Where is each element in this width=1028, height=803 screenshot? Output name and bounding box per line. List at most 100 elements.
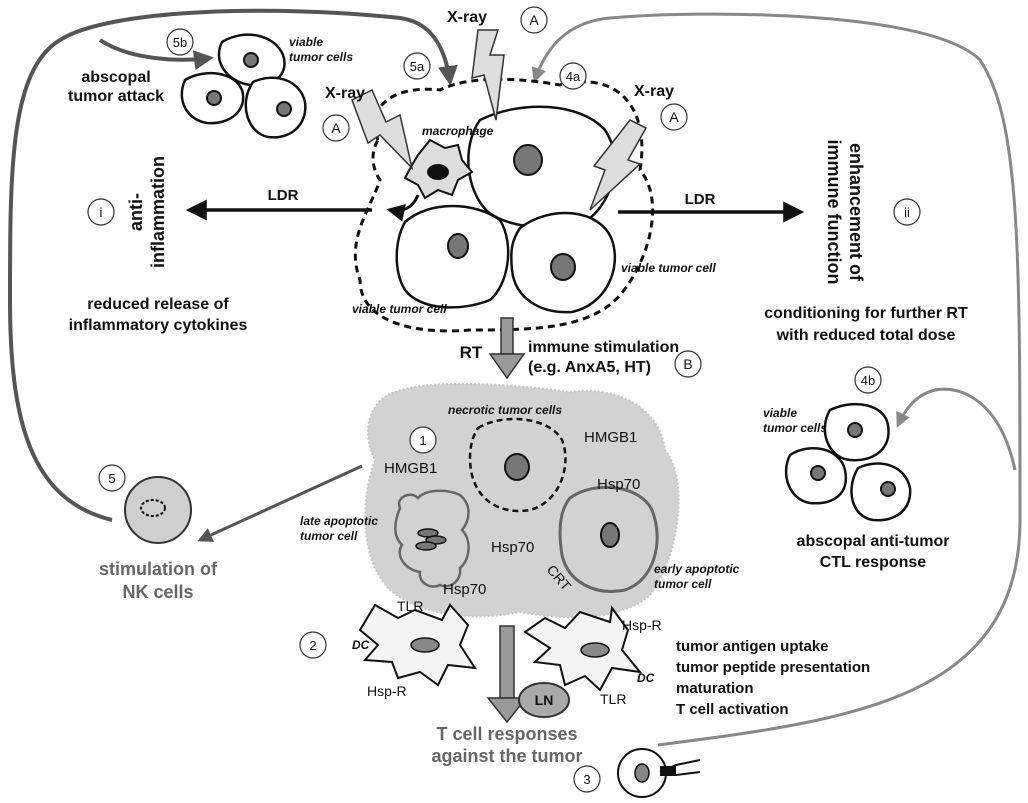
dc-step-1: tumor peptide presentation bbox=[676, 659, 870, 676]
hsp70-label: Hsp70 bbox=[443, 581, 486, 598]
svg-text:A: A bbox=[331, 120, 341, 136]
dc-step-0: tumor antigen uptake bbox=[676, 638, 829, 655]
enhancement-immune-label: immune function bbox=[824, 140, 844, 285]
conditioning-label: with reduced total dose bbox=[776, 327, 956, 344]
xray-label-right: X-ray bbox=[634, 83, 674, 100]
late-apoptotic-label: late apoptotic bbox=[300, 514, 378, 528]
xray-label-left: X-ray bbox=[325, 85, 365, 102]
abscopal-loop-arrow bbox=[7, 8, 458, 522]
viable-tumor-cells-right-label: tumor cells bbox=[763, 421, 827, 435]
marker-5a: 5a bbox=[403, 52, 431, 80]
early-apoptotic-label: tumor cell bbox=[654, 577, 712, 591]
reduced-release-label: reduced release of bbox=[87, 296, 229, 313]
marker-A-right: A bbox=[660, 103, 688, 131]
cell-nucleus bbox=[600, 522, 620, 548]
marker-A-left: A bbox=[322, 114, 350, 142]
cell-nucleus bbox=[847, 422, 863, 438]
marker-A-top: A bbox=[520, 6, 548, 34]
anti-inflammation-label: anti- bbox=[126, 193, 146, 231]
abscopal-tumor-attack-label: tumor attack bbox=[68, 88, 164, 105]
nk-stimulation-arrow bbox=[197, 464, 363, 542]
xray-label-top: X-ray bbox=[447, 9, 487, 26]
cell-nucleus bbox=[513, 144, 543, 176]
svg-text:A: A bbox=[529, 12, 539, 28]
svg-text:i: i bbox=[100, 205, 103, 220]
viable-tumor-cell-label: viable tumor cell bbox=[352, 302, 447, 316]
svg-text:3: 3 bbox=[583, 772, 590, 787]
svg-text:5a: 5a bbox=[410, 59, 425, 74]
marker-4b: 4b bbox=[854, 366, 882, 394]
svg-text:2: 2 bbox=[309, 638, 316, 653]
hmgb1-label: HMGB1 bbox=[384, 460, 437, 477]
marker-1: 1 bbox=[409, 426, 437, 454]
nk-cell-granule bbox=[140, 499, 166, 517]
late-apoptotic-label: tumor cell bbox=[300, 529, 358, 543]
t-cell-nucleus bbox=[634, 763, 650, 783]
cell-nucleus bbox=[504, 453, 530, 481]
nk-cell bbox=[124, 476, 192, 544]
irradiated-tumor-outline bbox=[353, 77, 655, 333]
rt-arrow-shaft bbox=[500, 317, 514, 355]
marker-i: i bbox=[87, 198, 115, 226]
necrotic-tumor-cells-label: necrotic tumor cells bbox=[448, 403, 562, 417]
viable-tumor-cell bbox=[244, 76, 307, 139]
rt-label: RT bbox=[460, 343, 483, 362]
fragmented-nucleus bbox=[415, 541, 437, 551]
macrophage-arrow bbox=[386, 194, 420, 222]
immune-stimulation-label: (e.g. AnxA5, HT) bbox=[528, 359, 651, 376]
stimulation-nk-label: NK cells bbox=[122, 582, 193, 602]
tlr-label: TLR bbox=[600, 691, 626, 707]
ctl-response-label: abscopal anti-tumor bbox=[797, 533, 950, 550]
dc-label: DC bbox=[352, 638, 370, 652]
stimulation-nk-label: stimulation of bbox=[99, 559, 218, 579]
tlr-label: TLR bbox=[397, 598, 423, 614]
lymph-node bbox=[518, 682, 570, 718]
tcell-arrow-head bbox=[486, 697, 528, 724]
cell-nucleus bbox=[243, 52, 259, 68]
svg-text:4b: 4b bbox=[861, 373, 875, 388]
viable-tumor-cells-right-label: viable bbox=[763, 406, 797, 420]
dc-label: DC bbox=[637, 671, 655, 685]
ldr-right-label: LDR bbox=[685, 191, 716, 208]
svg-text:4a: 4a bbox=[566, 69, 581, 84]
cell-nucleus bbox=[447, 233, 469, 259]
cell-nucleus bbox=[550, 253, 576, 281]
rt-arrow-head bbox=[488, 353, 526, 380]
svg-text:1: 1 bbox=[419, 433, 426, 448]
cell-nucleus bbox=[276, 101, 292, 117]
tcell-responses-label: T cell responses bbox=[436, 724, 577, 744]
abscopal-tumor-attack-label: abscopal bbox=[81, 69, 150, 86]
ln-label: LN bbox=[535, 692, 554, 708]
viable-tumor-cells-label: viable bbox=[289, 35, 323, 49]
viable-tumor-cell-label: viable tumor cell bbox=[621, 261, 716, 275]
marker-5b: 5b bbox=[166, 28, 194, 56]
marker-2: 2 bbox=[299, 631, 327, 659]
enhancement-immune-label: enhancement of bbox=[846, 143, 866, 282]
dc-nucleus bbox=[580, 642, 610, 658]
dc-nucleus bbox=[410, 637, 440, 653]
tcell-arrow-shaft bbox=[499, 625, 515, 699]
marker-5: 5 bbox=[98, 464, 126, 492]
immune-stimulation-label: immune stimulation bbox=[528, 339, 679, 356]
xray-bolt-top bbox=[471, 29, 505, 121]
hsp70-label: Hsp70 bbox=[597, 476, 640, 493]
anti-inflammation-label: inflammation bbox=[148, 156, 168, 268]
hspr-label: Hsp-R bbox=[622, 617, 662, 633]
hmgb1-label: HMGB1 bbox=[584, 429, 637, 446]
viable-tumor-cells-label: tumor cells bbox=[289, 50, 353, 64]
cell-nucleus bbox=[206, 90, 222, 106]
xray-bolt-right bbox=[589, 119, 648, 211]
marker-ii: ii bbox=[893, 198, 921, 226]
dc-step-2: maturation bbox=[676, 680, 754, 697]
hsp70-label: Hsp70 bbox=[491, 539, 534, 556]
tcell-responses-label: against the tumor bbox=[431, 746, 582, 766]
marker-4a: 4a bbox=[559, 62, 587, 90]
cell-nucleus bbox=[810, 465, 826, 481]
ctl-loop-arrow bbox=[531, 12, 1022, 747]
ctl-response-label: CTL response bbox=[820, 554, 927, 571]
svg-text:5b: 5b bbox=[173, 35, 187, 50]
early-apoptotic-label: early apoptotic bbox=[654, 562, 740, 576]
ctl-4b-arrow bbox=[896, 387, 1017, 471]
